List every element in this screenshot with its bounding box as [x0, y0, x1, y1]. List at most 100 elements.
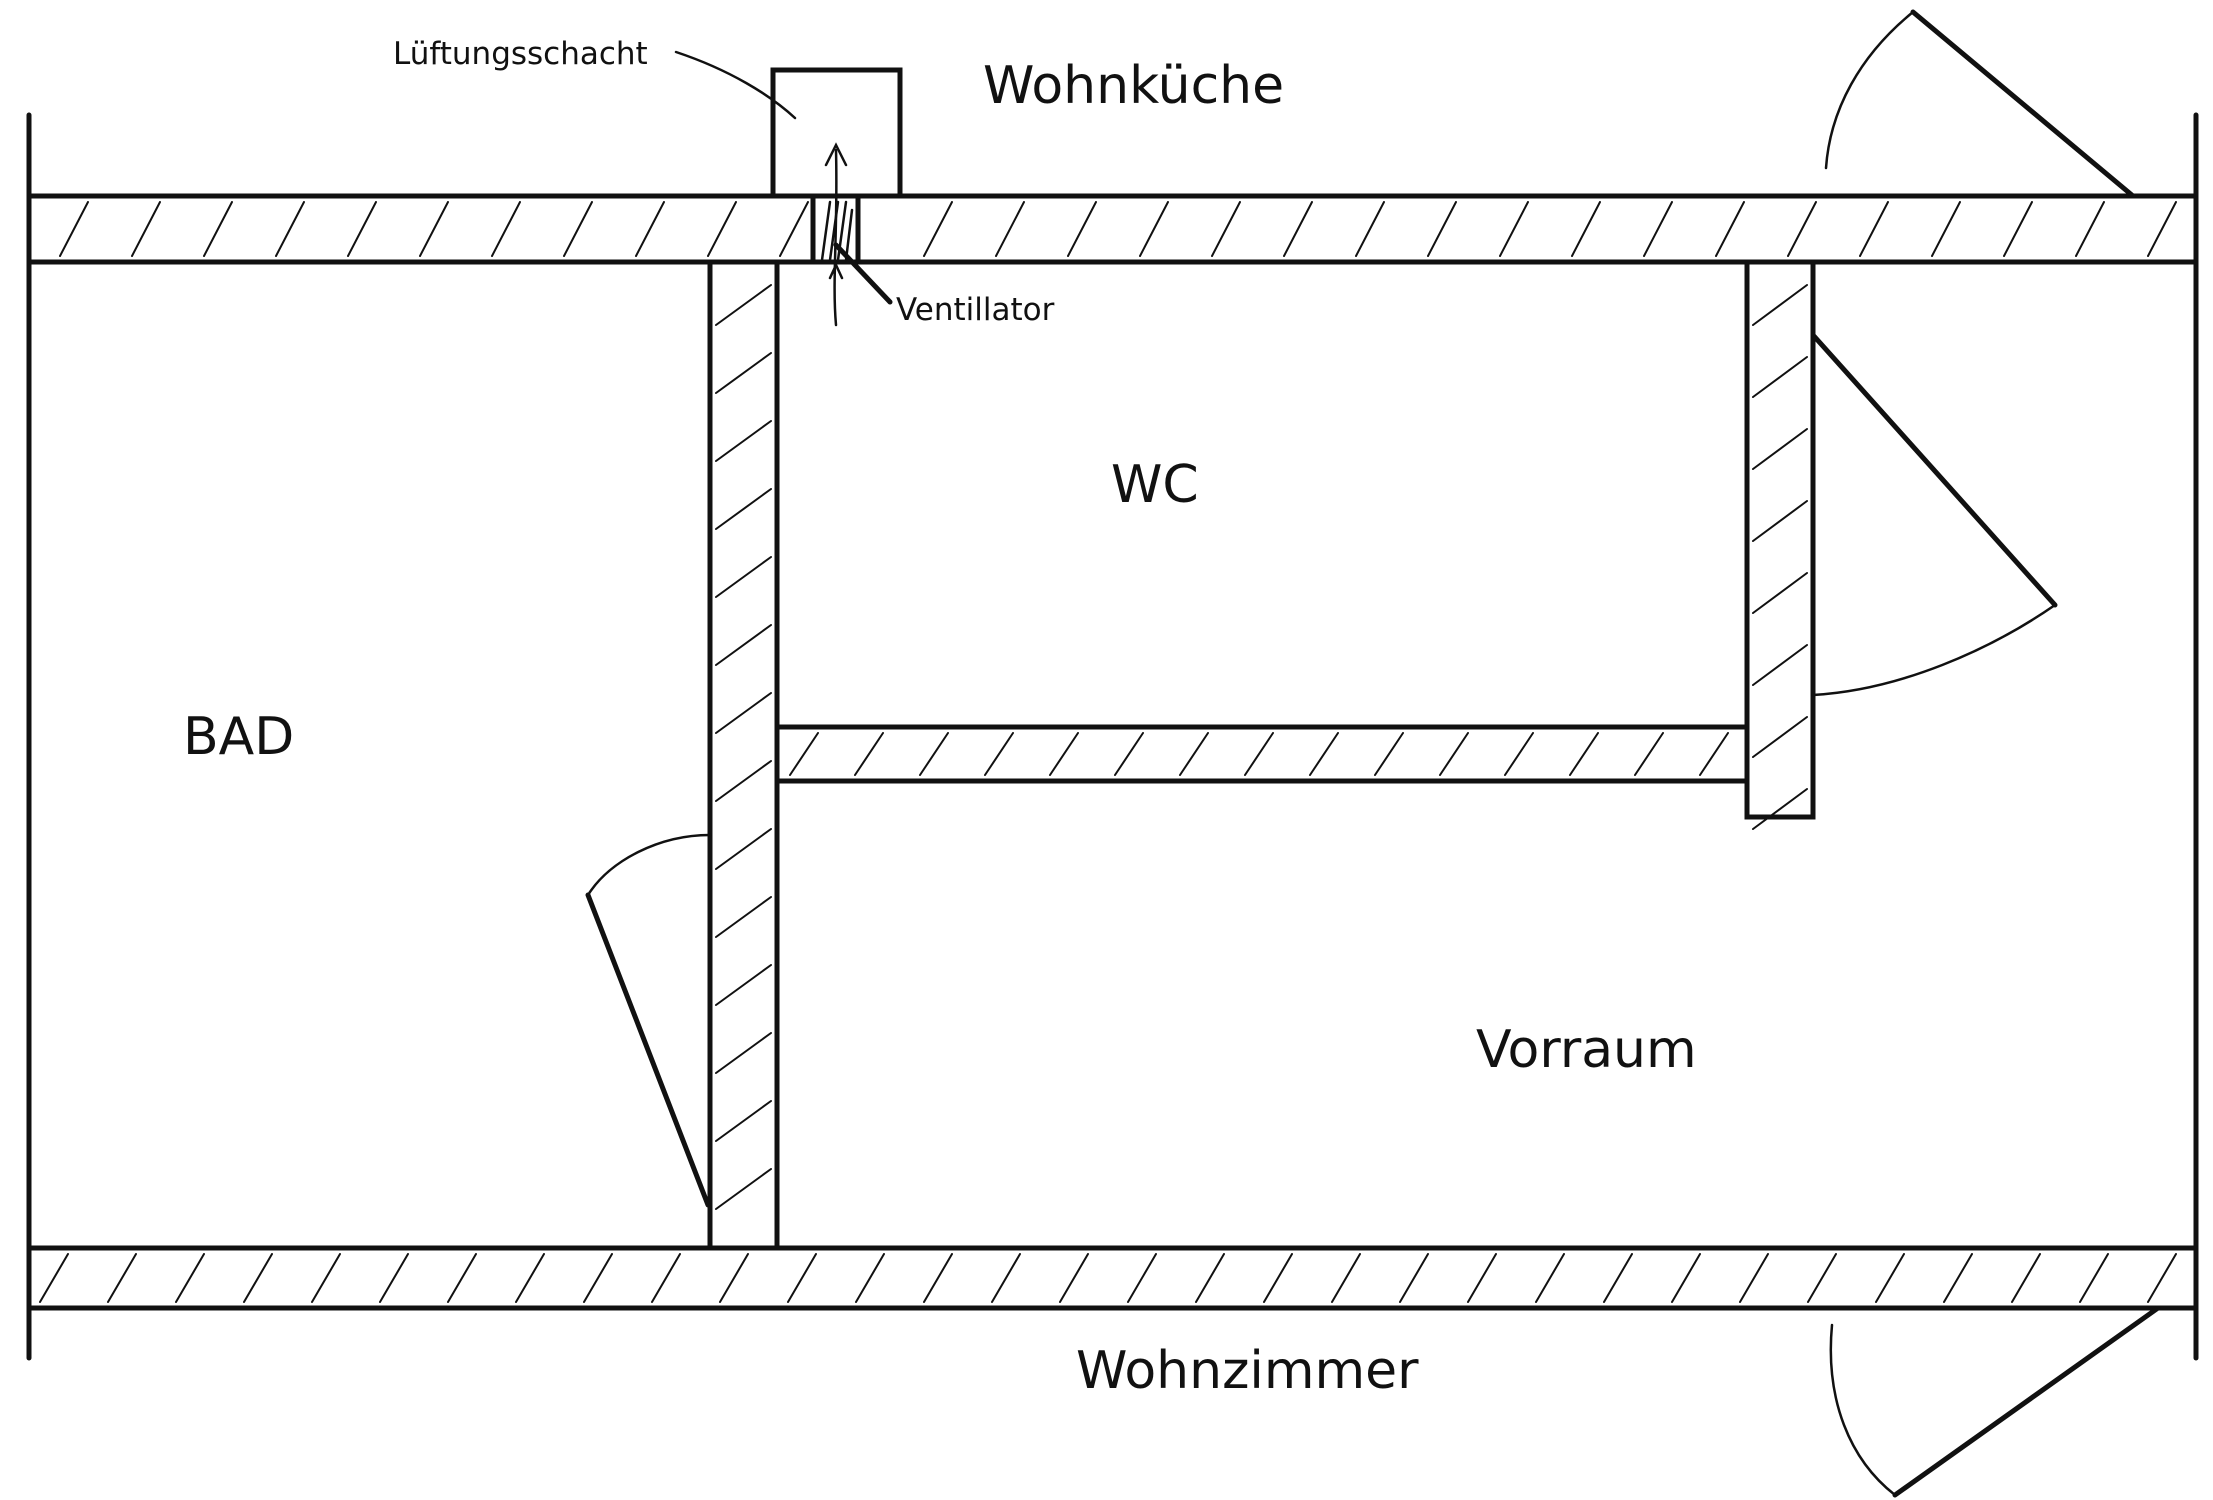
hatch-stroke [2147, 1253, 2177, 1303]
hatch-stroke [715, 1100, 772, 1142]
hatch-stroke [447, 1253, 477, 1303]
hatch-stroke [1752, 644, 1808, 686]
hatch-stroke [1752, 788, 1808, 830]
hatch-stroke [563, 201, 593, 257]
hatch-stroke [1399, 1253, 1429, 1303]
hatch-stroke [2079, 1253, 2109, 1303]
hatch-stroke [1535, 1253, 1565, 1303]
hatch-stroke [1671, 1253, 1701, 1303]
hatch-stroke [1752, 716, 1808, 758]
annotation-ventillator: Ventillator [896, 292, 1055, 328]
hatch-stroke [1427, 201, 1457, 257]
bottom-wall-hatching [39, 1253, 2177, 1303]
hatch-stroke [107, 1253, 137, 1303]
hatch-stroke [1355, 201, 1385, 257]
hatch-stroke [984, 732, 1014, 776]
hatch-stroke [923, 1253, 953, 1303]
hatch-stroke [1139, 201, 1169, 257]
ventillator-leader-line [833, 242, 893, 305]
hatch-stroke [715, 1168, 772, 1210]
hatch-stroke [1374, 732, 1404, 776]
hatch-stroke [715, 760, 772, 802]
hatch-stroke [2147, 201, 2177, 257]
hatch-stroke [1931, 201, 1961, 257]
hatch-stroke [923, 201, 953, 257]
hatch-stroke [855, 1253, 885, 1303]
hatch-stroke [39, 1253, 69, 1303]
bad-wc-partition-wall [707, 259, 780, 1251]
hatch-stroke [715, 964, 772, 1006]
bad-wall-hatching [715, 284, 772, 1210]
hatch-stroke [1439, 732, 1469, 776]
room-label-wc: WC [1111, 455, 1199, 515]
top-wall [26, 193, 2199, 265]
hatch-stroke [1283, 201, 1313, 257]
lueftungsschacht-leader-line [674, 50, 797, 120]
hatch-stroke [1331, 1253, 1361, 1303]
hatch-stroke [715, 692, 772, 734]
hatch-stroke [715, 488, 772, 530]
hatch-stroke [1634, 732, 1664, 776]
hatch-stroke [1571, 201, 1601, 257]
hatch-stroke [1067, 201, 1097, 257]
hatch-stroke [787, 1253, 817, 1303]
hatch-stroke [715, 284, 772, 326]
room-label-bad: BAD [183, 707, 294, 767]
hatch-stroke [1807, 1253, 1837, 1303]
hatch-stroke [379, 1253, 409, 1303]
hatch-stroke [1752, 356, 1808, 398]
hatch-stroke [1752, 428, 1808, 470]
hatch-stroke [715, 1032, 772, 1074]
hatch-stroke [1739, 1253, 1769, 1303]
hatch-stroke [347, 201, 377, 257]
hatch-stroke [1263, 1253, 1293, 1303]
hatch-stroke [1787, 201, 1817, 257]
hatch-stroke [583, 1253, 613, 1303]
hatch-stroke [1943, 1253, 1973, 1303]
hatch-stroke [919, 732, 949, 776]
hatch-stroke [1244, 732, 1274, 776]
hatch-stroke [715, 624, 772, 666]
partition-wall-hatching [789, 732, 1729, 776]
bad-door-swing [585, 833, 712, 1208]
hatch-stroke [1211, 201, 1241, 257]
hatch-stroke [275, 201, 305, 257]
hatch-stroke [1715, 201, 1745, 257]
hatch-stroke [1859, 201, 1889, 257]
hatch-stroke [1752, 572, 1808, 614]
wc-right-wall [1744, 259, 1816, 820]
hatch-stroke [131, 201, 161, 257]
hatch-stroke [203, 201, 233, 257]
hatch-stroke [2003, 201, 2033, 257]
wohnzimmer-door-swing [1829, 1305, 2161, 1498]
hatch-stroke [1699, 732, 1729, 776]
hatch-stroke [419, 201, 449, 257]
hatch-stroke [1875, 1253, 1905, 1303]
top-wall-hatching [59, 201, 2177, 257]
bottom-wall [26, 1245, 2199, 1311]
hatch-stroke [651, 1253, 681, 1303]
hatch-stroke [311, 1253, 341, 1303]
hatch-stroke [1195, 1253, 1225, 1303]
hatch-stroke [1179, 732, 1209, 776]
hatch-stroke [1569, 732, 1599, 776]
hatch-stroke [1752, 500, 1808, 542]
room-label-wohnkueche: Wohnküche [983, 56, 1284, 116]
hatch-stroke [1752, 284, 1808, 326]
hatch-stroke [707, 201, 737, 257]
annotation-lueftungsschacht: Lüftungsschacht [393, 36, 648, 72]
hatch-stroke [715, 420, 772, 462]
hatch-stroke [175, 1253, 205, 1303]
hatch-stroke [2075, 201, 2105, 257]
hatch-stroke [1059, 1253, 1089, 1303]
hatch-stroke [715, 896, 772, 938]
hatch-stroke [719, 1253, 749, 1303]
hatch-stroke [1504, 732, 1534, 776]
hatch-stroke [1643, 201, 1673, 257]
hatch-stroke [779, 201, 809, 257]
hatch-stroke [515, 1253, 545, 1303]
kitchen-door-swing [1824, 9, 2136, 199]
hatch-stroke [491, 201, 521, 257]
hatch-stroke [2011, 1253, 2041, 1303]
